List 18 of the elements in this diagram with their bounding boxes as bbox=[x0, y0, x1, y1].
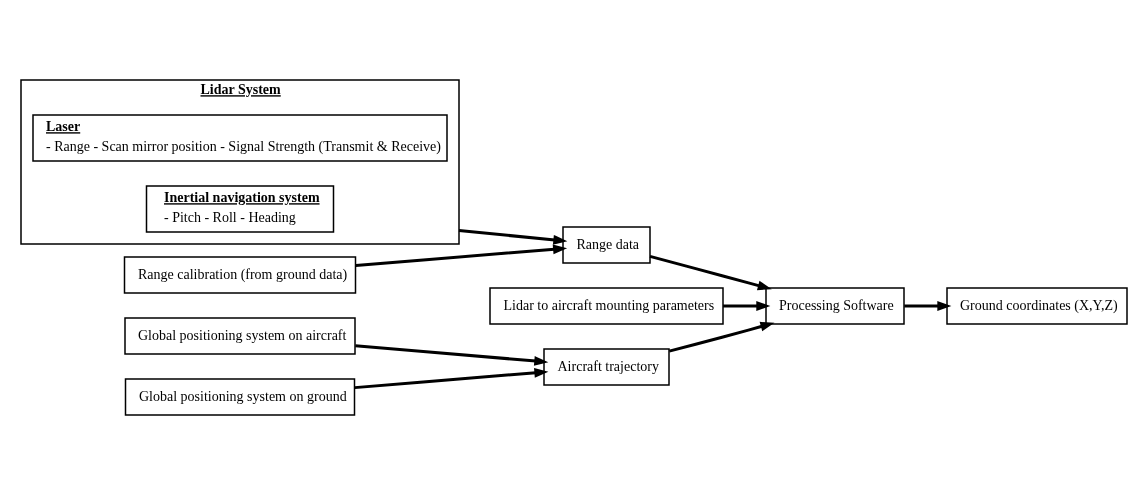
node-box: Ground coordinates (X,Y,Z) bbox=[946, 287, 1128, 325]
node-box: Range calibration (from ground data) bbox=[123, 256, 357, 294]
node-box: Global positioning system on aircraft bbox=[124, 317, 356, 355]
node-box: Inertial navigation system - Pitch - Roll - Heading bbox=[145, 185, 335, 233]
arrow bbox=[354, 367, 549, 390]
node-box: Global positioning system on ground bbox=[124, 378, 356, 416]
node-box: Range data bbox=[562, 226, 651, 264]
arrow bbox=[458, 229, 568, 245]
node-box: Laser - Range - Scan mirror position - Signal Strength (Transmit & Receive) bbox=[32, 114, 448, 162]
arrow bbox=[668, 321, 775, 353]
arrow bbox=[904, 301, 952, 311]
arrow bbox=[355, 244, 568, 268]
arrow bbox=[723, 301, 771, 311]
node-box: Aircraft trajectory bbox=[543, 348, 670, 386]
node-box: Processing Software bbox=[765, 287, 905, 325]
arrow bbox=[355, 344, 549, 366]
arrow bbox=[649, 254, 772, 291]
node-box: Lidar to aircraft mounting parameters bbox=[489, 287, 724, 325]
